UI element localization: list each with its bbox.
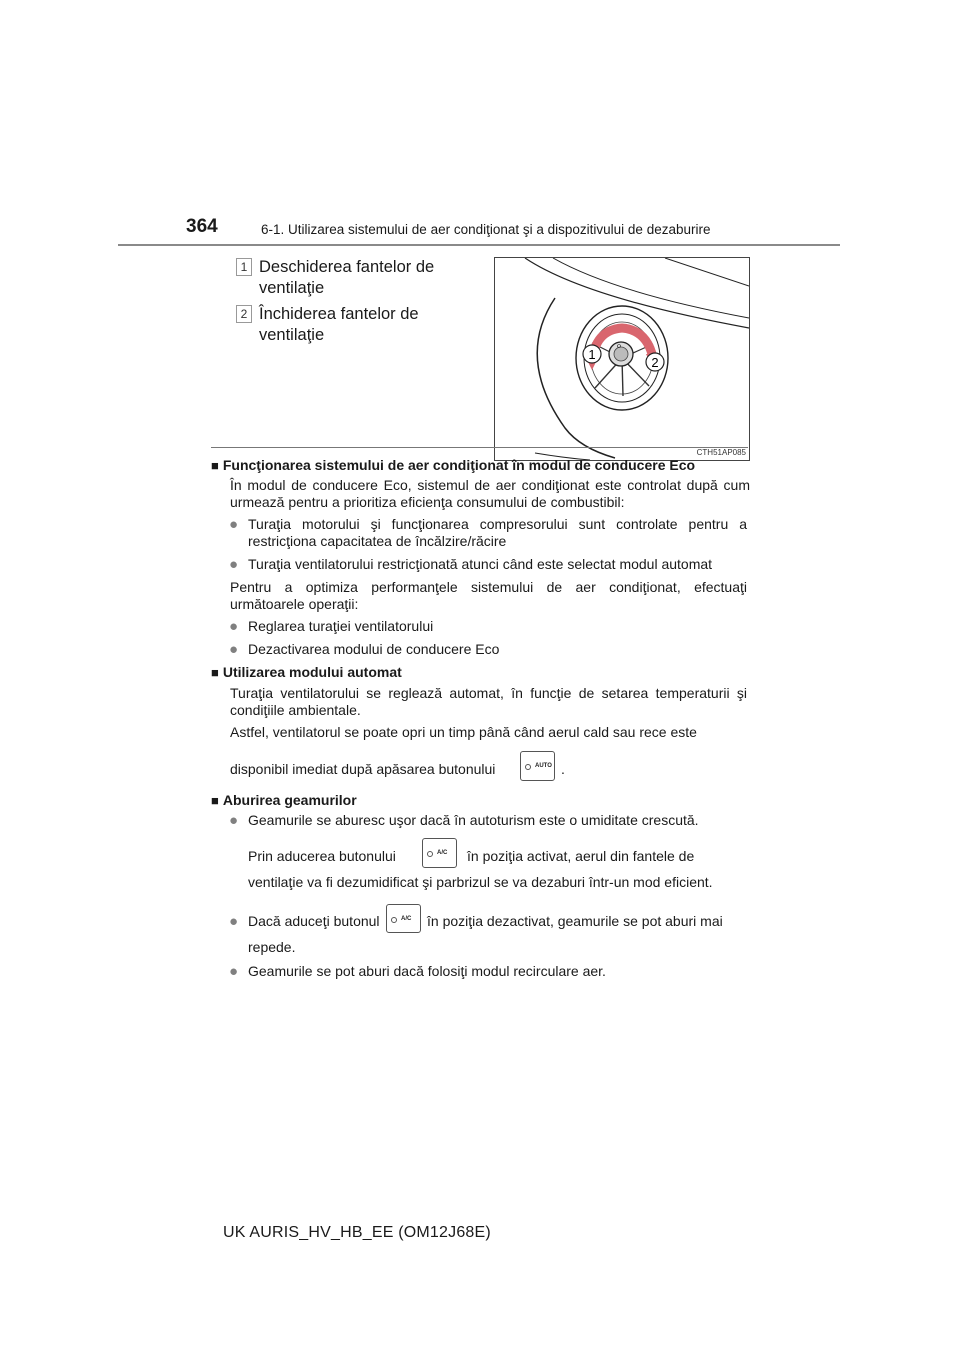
header-rule — [118, 244, 840, 246]
eco-heading-text: Funcţionarea sistemului de aer condiţion… — [222, 457, 696, 473]
eco-bullet-2-text: Turaţia ventilatorului restricţionată at… — [248, 556, 713, 572]
eco-bullet-1: ● Turaţia motorului şi funcţionarea comp… — [229, 516, 747, 550]
section-divider — [211, 447, 748, 448]
legend-text-2b: ventilaţie — [259, 326, 325, 344]
footer-model-code: UK AURIS_HV_HB_EE (OM12J68E) — [223, 1224, 491, 1241]
bullet-dot-icon: ● — [229, 618, 239, 635]
fog-heading: ■Aburirea geamurilor — [211, 792, 357, 809]
section-title: 6-1. Utilizarea sistemului de aer condiţ… — [261, 222, 711, 237]
fog-bullet-1-line-3: ventilaţie va fi dezumidificat şi parbri… — [248, 874, 713, 890]
eco-bullet-3: ● Reglarea turaţiei ventilatorului — [229, 618, 747, 635]
auto-heading: ■Utilizarea modului automat — [211, 664, 402, 681]
eco-bullet-3-text: Reglarea turaţiei ventilatorului — [248, 618, 434, 634]
indicator-led-icon — [525, 764, 531, 770]
bullet-dot-icon: ● — [229, 812, 239, 829]
fog-bullet-1-line-2b: în poziţia activat, aerul din fantele de — [467, 848, 695, 864]
eco-bullet-4: ● Dezactivarea modului de conducere Eco — [229, 641, 747, 658]
heading-square-icon: ■ — [211, 665, 219, 680]
fog-bullet-1: ● Geamurile se aburesc uşor dacă în auto… — [229, 812, 747, 829]
auto-para-3-text: disponibil imediat după apăsarea butonul… — [230, 761, 496, 777]
legend-text-1a: Deschiderea fantelor de — [259, 258, 435, 276]
figure-code: CTH51AP085 — [696, 448, 746, 457]
auto-button-icon: AUTO — [520, 751, 555, 781]
ac-button-icon: A/C — [422, 838, 457, 868]
fog-bullet-2-text: Dacă aduceţi butonul — [248, 913, 380, 929]
fog-bullet-3-text: Geamurile se pot aburi dacă folosiţi mod… — [248, 963, 606, 979]
eco-bullet-4-text: Dezactivarea modului de conducere Eco — [248, 641, 500, 657]
fog-bullet-2-cont: în poziţia dezactivat, geamurile se pot … — [427, 913, 723, 929]
indicator-led-icon — [427, 851, 433, 857]
eco-heading: ■Funcţionarea sistemului de aer condiţio… — [211, 457, 695, 474]
heading-square-icon: ■ — [211, 458, 219, 473]
legend-text-1b: ventilaţie — [259, 279, 325, 297]
fog-bullet-3: ● Geamurile se pot aburi dacă folosiţi m… — [229, 963, 747, 980]
eco-bullet-1-text: Turaţia motorului şi funcţionarea compre… — [248, 516, 747, 549]
auto-para-3-end: . — [561, 761, 565, 777]
indicator-led-icon — [391, 916, 397, 923]
bullet-dot-icon: ● — [229, 913, 239, 930]
heading-square-icon: ■ — [211, 793, 219, 808]
ac-button-label: A/C — [437, 850, 448, 856]
fog-bullet-2: ● Dacă aduceţi butonul — [229, 913, 747, 930]
bullet-dot-icon: ● — [229, 641, 239, 658]
bullet-dot-icon: ● — [229, 556, 239, 573]
fog-bullet-2-line-2: repede. — [248, 939, 296, 955]
figure-callout-1: 1 — [588, 347, 595, 362]
auto-para-2: Astfel, ventilatorul se poate opri un ti… — [230, 724, 697, 740]
ac-button-label: A/C — [401, 915, 412, 922]
legend-number-1: 1 — [236, 258, 252, 276]
legend-text-2a: Închiderea fantelor de — [259, 305, 419, 323]
bullet-dot-icon: ● — [229, 516, 239, 533]
auto-para-3: disponibil imediat după apăsarea butonul… — [230, 761, 747, 778]
vent-drawing: 1 2 — [524, 257, 750, 461]
fog-bullet-1-line-2a: Prin aducerea butonului — [248, 848, 396, 864]
bullet-dot-icon: ● — [229, 963, 239, 980]
page-number: 364 — [186, 216, 218, 237]
eco-bullet-2: ● Turaţia ventilatorului restricţionată … — [229, 556, 747, 573]
auto-para-1: Turaţia ventilatorului se reglează autom… — [230, 685, 747, 718]
auto-button-label: AUTO — [535, 763, 552, 769]
ac-button-icon: A/C — [386, 904, 421, 933]
figure-callout-2: 2 — [651, 355, 658, 370]
eco-intro: În modul de conducere Eco, sistemul de a… — [230, 477, 750, 510]
auto-heading-text: Utilizarea modului automat — [222, 664, 402, 680]
vent-illustration: 1 2 CTH51AP085 — [494, 257, 750, 461]
fog-bullet-1-text: Geamurile se aburesc uşor dacă în autotu… — [248, 812, 699, 828]
fog-heading-text: Aburirea geamurilor — [222, 792, 357, 808]
legend-number-2: 2 — [236, 305, 252, 323]
eco-para-2: Pentru a optimiza performanţele sistemul… — [230, 579, 747, 612]
